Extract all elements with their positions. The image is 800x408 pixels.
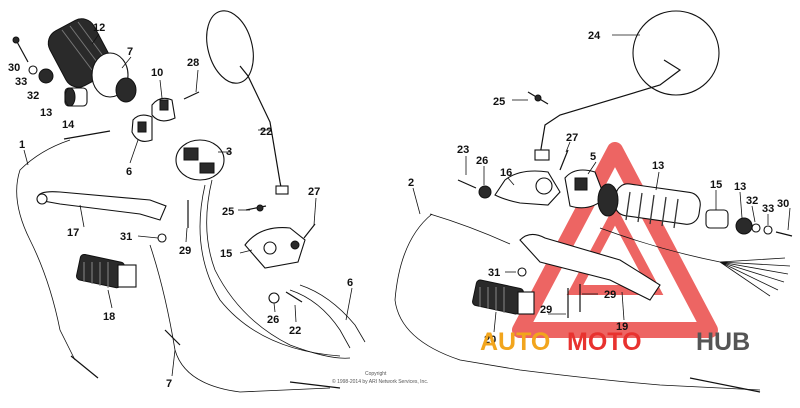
brake-bracket-17 [494,170,561,206]
washer-33-right [763,225,773,235]
bolt-22-left [285,291,303,303]
weight-32 [38,68,54,84]
callout-17: 16 [500,167,512,179]
nut-31-left [157,233,167,243]
callout-32-left: 32 [27,90,39,102]
callout-2: 2 [408,177,414,189]
copyright-line-2: © 1998-2014 by ARI Network Services, Inc… [332,378,428,385]
watermark-moto: MOTO [567,328,642,356]
callout-21: 20 [484,334,496,346]
leader-lines [23,33,791,377]
callout-1: 1 [19,139,25,151]
callout-18: 17 [67,227,79,239]
callout-27-right: 27 [566,132,578,144]
callout-8: 7 [127,46,133,58]
weight-13 [735,217,753,235]
lever-bracket-16 [244,227,306,269]
bolt-30-right [775,231,793,237]
switch-19 [76,253,137,289]
washer-26-right [478,185,492,199]
callout-30-left: 30 [8,62,20,74]
grip-end-14 [64,87,88,107]
watermark-auto: AUTO [480,328,550,356]
callout-26-left: 26 [267,314,279,326]
callout-3: 3 [226,146,232,158]
switch-housing-5 [564,169,606,209]
bolt-30 [12,36,29,63]
throttle-cable-7 [149,244,331,393]
throttle-housing [91,52,137,103]
switch-21 [472,279,535,315]
nut-31-right [517,267,527,277]
callout-15: 15 [710,179,722,191]
washer-33 [28,65,38,75]
callout-5: 5 [590,151,596,163]
callouts: 12 7 10 28 30 33 32 13 14 22 3 1 6 27 25… [8,22,789,390]
screw-27-right [559,149,569,171]
callout-13-left: 13 [40,107,52,119]
callout-32-right: 32 [746,195,758,207]
callout-11: 12 [93,22,105,34]
callout-13-right: 13 [734,181,746,193]
copyright-line-1: Copyright [365,371,387,377]
bolt-22-right [457,179,477,189]
callout-23: 22 [260,126,272,138]
callout-14: 14 [62,119,75,131]
mirror-right [534,10,720,161]
wire-harness-right [599,227,791,297]
watermark-hub: HUB [696,328,750,356]
brake-lever-20 [519,233,661,301]
wire-6b [299,284,366,343]
callout-7: 7 [166,378,172,390]
callout-29-right-a: 29 [604,289,616,301]
callout-33-left: 33 [15,76,27,88]
callout-10: 10 [151,67,163,79]
callout-16: 15 [220,248,232,260]
mirror-left [206,10,289,195]
callout-20: 19 [616,321,628,333]
clutch-lever-18 [36,191,167,221]
clutch-cable-1 [16,139,76,361]
watermark-logo: AUTO MOTO HUB [480,328,750,356]
switch-housing-10 [151,97,176,122]
grip-end-15 [705,209,729,229]
callout-24: 24 [588,30,601,42]
callout-9: 6 [126,166,132,178]
screw-28 [183,91,200,100]
callout-12: 13 [652,160,664,172]
callout-31-right: 31 [488,267,500,279]
callout-29-right-b: 29 [540,304,552,316]
washer-26-left [268,292,280,304]
switch-housing-9 [131,114,153,142]
callout-19: 18 [103,311,115,323]
callout-27-left: 27 [308,186,320,198]
callout-29-left: 29 [179,245,191,257]
callout-26-right: 26 [476,155,488,167]
washer-32-right [751,223,761,233]
callout-22-left: 22 [289,325,301,337]
callout-6: 6 [347,277,353,289]
callout-25-left: 25 [222,206,234,218]
screw-27-left [303,223,316,239]
wire-6a [289,289,351,349]
callout-30-right: 30 [777,198,789,210]
callout-31-left: 31 [120,231,132,243]
callout-25-right: 25 [493,96,505,108]
switch-25-right [527,91,549,105]
callout-33-right: 33 [762,203,774,215]
grip-rubber-right [597,183,701,229]
callout-22-right: 23 [457,144,469,156]
callout-28: 28 [187,57,199,69]
switch-assembly-3 [175,139,225,181]
switch-25-left [245,204,267,212]
brake-cable-2 [394,213,761,391]
